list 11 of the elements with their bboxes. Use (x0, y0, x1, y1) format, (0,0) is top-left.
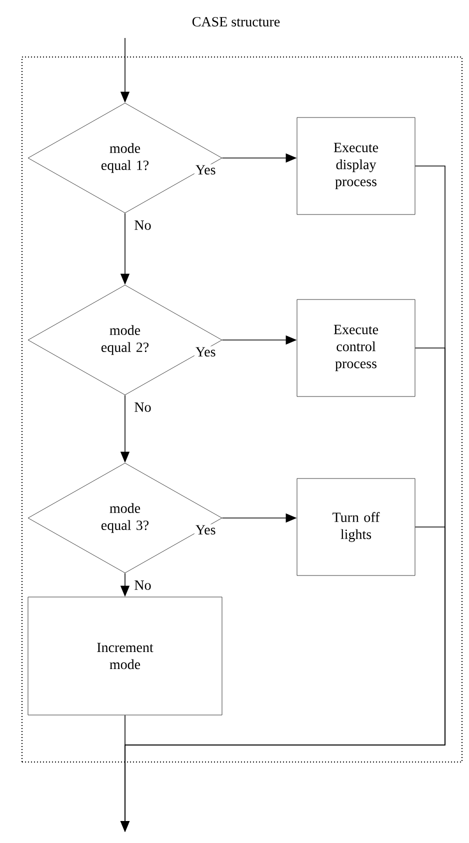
frame-title: CASE structure (192, 17, 280, 26)
edge-label: No (133, 402, 152, 413)
process-box: Execute control process (296, 299, 416, 397)
edge-label: Yes (194, 164, 217, 176)
edge-label: No (133, 580, 152, 591)
edge-label: Yes (194, 346, 217, 358)
edge-label: No (133, 220, 152, 231)
edge-label: Yes (194, 524, 217, 536)
process-box: Turn off lights (296, 478, 416, 576)
process-box: Increment mode (28, 596, 222, 716)
process-box: Execute display process (296, 117, 416, 215)
